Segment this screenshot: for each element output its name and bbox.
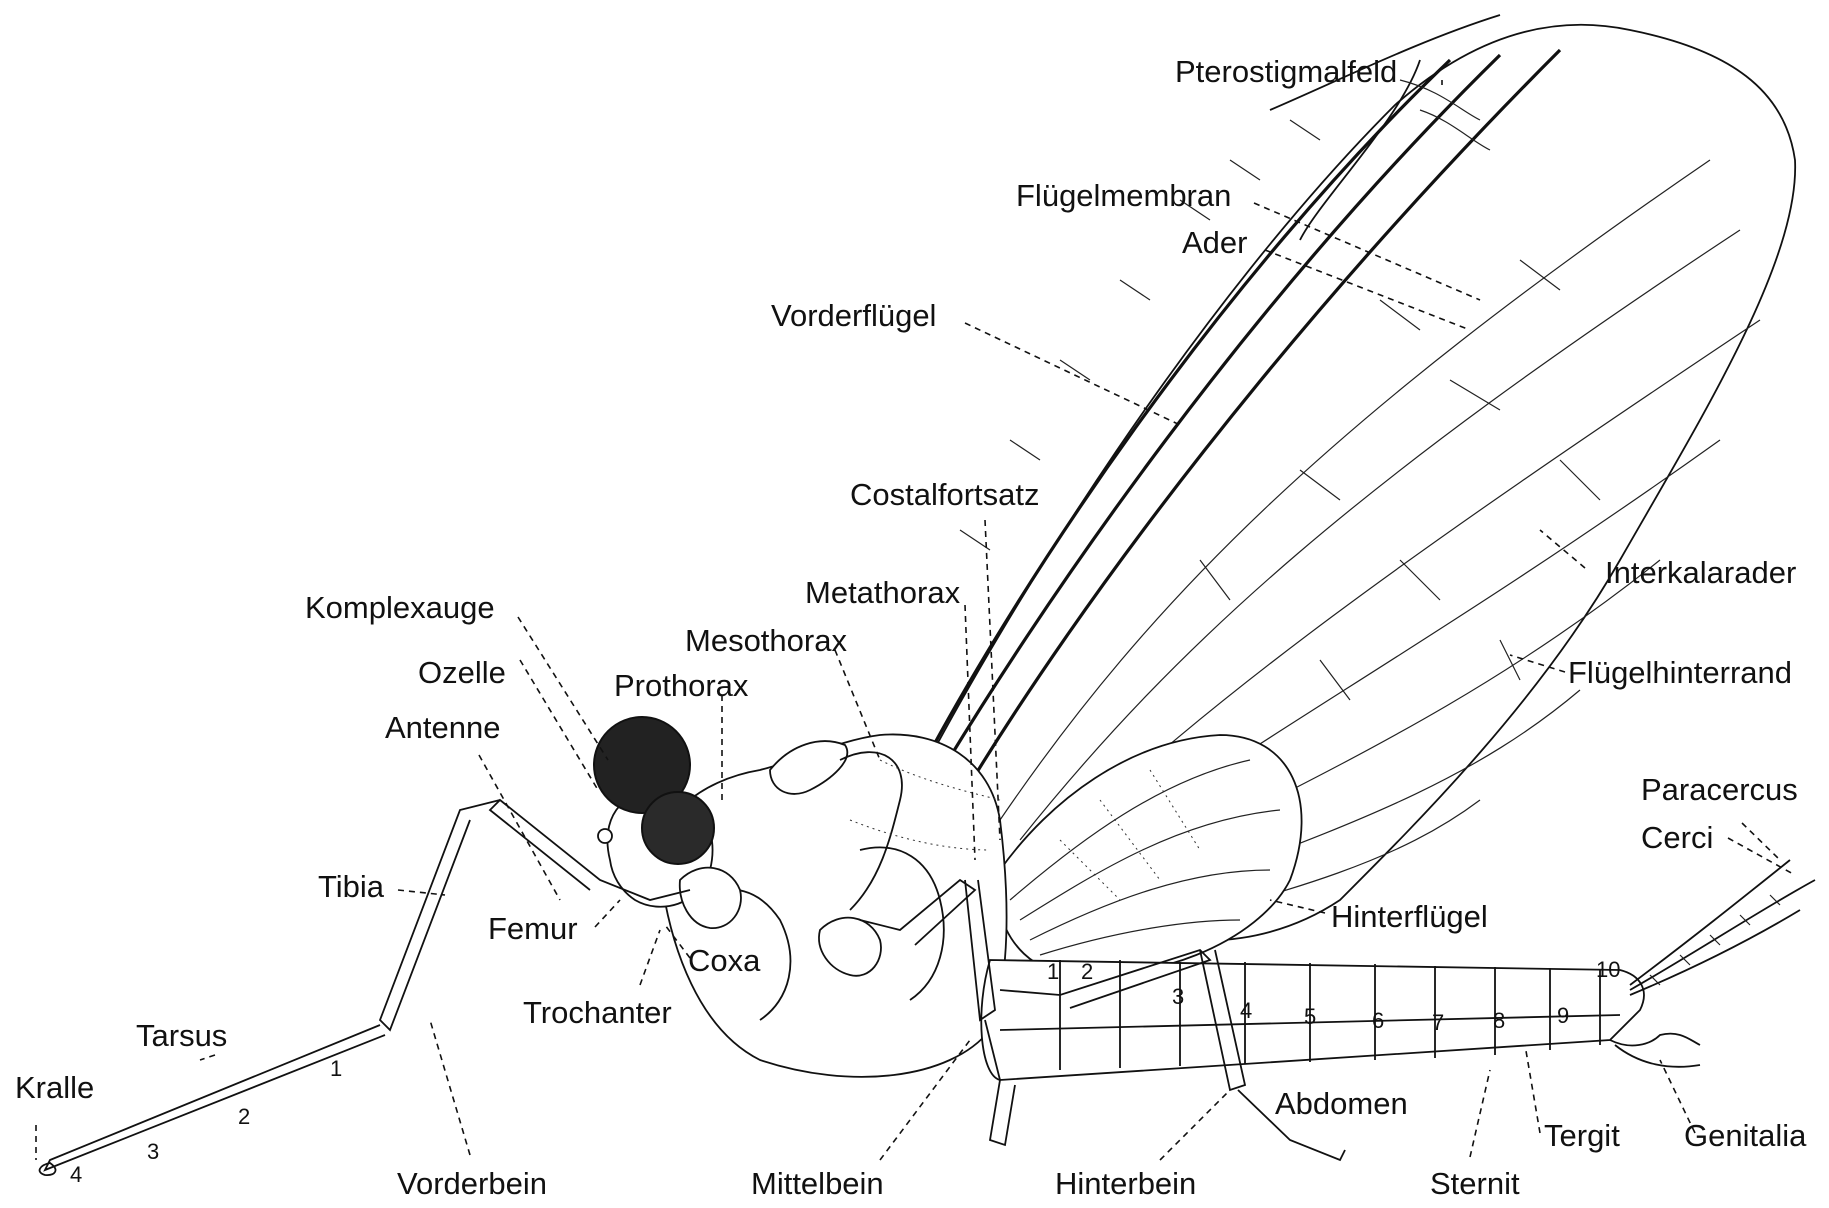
label-vorderfluegel: Vorderflügel [771, 298, 936, 333]
cerci [1630, 860, 1815, 995]
segment-number: 1 [1047, 959, 1059, 984]
segment-number: 5 [1304, 1004, 1316, 1029]
segment-number: 6 [1372, 1008, 1384, 1033]
segment-number: 10 [1596, 957, 1620, 982]
label-prothorax: Prothorax [614, 668, 749, 703]
segment-number: 9 [1557, 1003, 1569, 1028]
label-costalfortsatz: Costalfortsatz [850, 477, 1040, 512]
label-hinterfluegel: Hinterflügel [1331, 899, 1488, 934]
tarsus-segment-numbers: 1 2 3 4 [70, 1056, 342, 1187]
label-sternit: Sternit [1430, 1166, 1520, 1201]
label-hinterbein: Hinterbein [1055, 1166, 1196, 1201]
segment-number: 3 [1172, 984, 1184, 1009]
label-komplexauge: Komplexauge [305, 590, 495, 625]
compound-eye-lower [642, 792, 714, 864]
ocellus [598, 829, 612, 843]
label-pterostigmalfeld: Pterostigmalfeld [1175, 54, 1397, 89]
label-tibia: Tibia [318, 869, 385, 904]
label-ader: Ader [1182, 225, 1247, 260]
foreleg [40, 800, 690, 1175]
tarsus-number: 3 [147, 1139, 159, 1164]
label-cerci: Cerci [1641, 820, 1713, 855]
label-ozelle: Ozelle [418, 655, 506, 690]
label-femur: Femur [488, 911, 578, 946]
label-interkalarader: Interkalarader [1605, 555, 1796, 590]
label-genitalia: Genitalia [1684, 1118, 1807, 1153]
label-paracercus: Paracercus [1641, 772, 1798, 807]
segment-number: 7 [1432, 1010, 1444, 1035]
genitalia [1610, 1034, 1700, 1067]
label-fluegelmembran: Flügelmembran [1016, 178, 1231, 213]
label-trochanter: Trochanter [523, 995, 672, 1030]
label-kralle: Kralle [15, 1070, 94, 1105]
tarsus-number: 4 [70, 1162, 82, 1187]
tarsus-number: 1 [330, 1056, 342, 1081]
label-tergit: Tergit [1544, 1118, 1620, 1153]
label-mittelbein: Mittelbein [751, 1166, 884, 1201]
label-tarsus: Tarsus [136, 1018, 227, 1053]
segment-number: 8 [1493, 1008, 1505, 1033]
label-fluegelhinterrand: Flügelhinterrand [1568, 655, 1792, 690]
segment-number: 4 [1240, 998, 1252, 1023]
label-abdomen: Abdomen [1275, 1086, 1408, 1121]
label-antenne: Antenne [385, 710, 501, 745]
label-mesothorax: Mesothorax [685, 623, 847, 658]
label-metathorax: Metathorax [805, 575, 961, 610]
segment-number: 2 [1081, 959, 1093, 984]
label-coxa: Coxa [688, 943, 761, 978]
label-vorderbein: Vorderbein [397, 1166, 547, 1201]
tarsus-number: 2 [238, 1104, 250, 1129]
